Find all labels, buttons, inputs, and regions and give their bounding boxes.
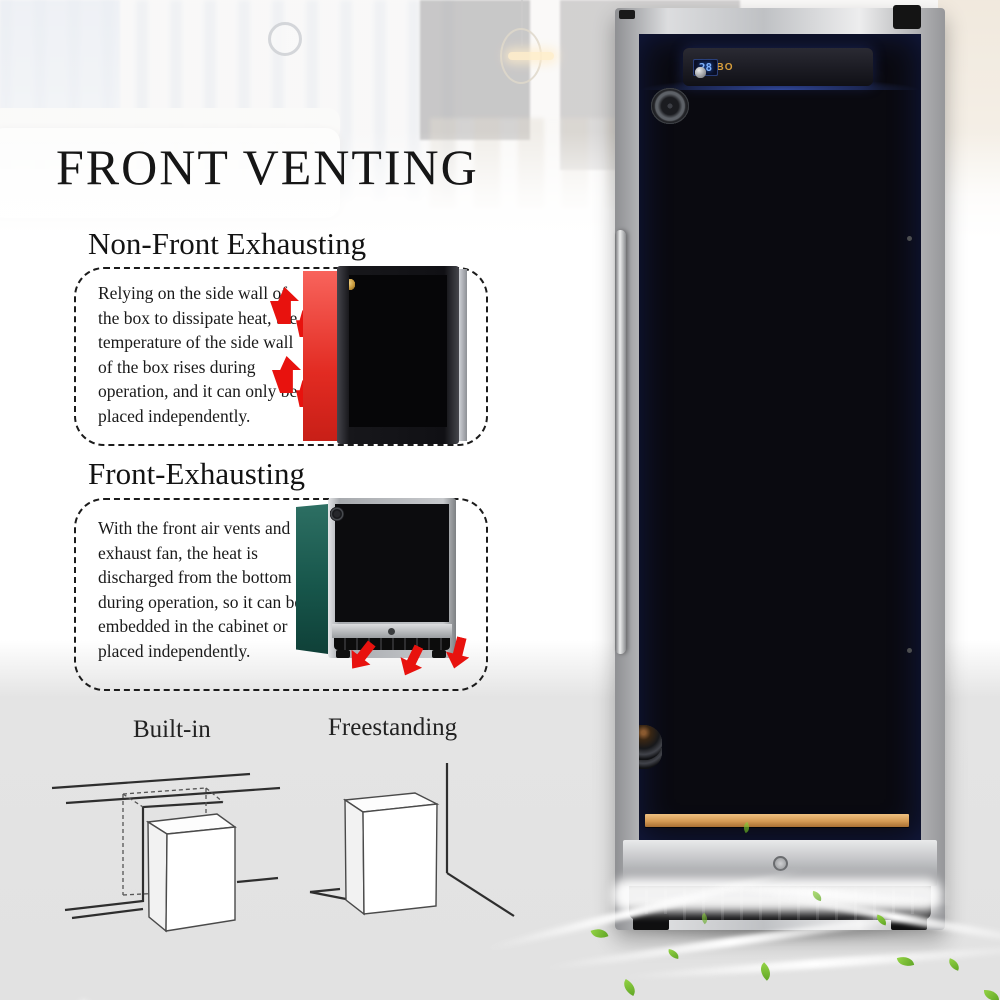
green-cooler-illustration [296,498,462,664]
heading-front-exhausting: Front-Exhausting [88,456,305,491]
wine-bottle [330,506,344,521]
leaf-icon [984,990,999,1000]
red-side-panel [303,271,337,441]
front-exhausting-box: With the front air vents and exhaust fan… [74,498,488,691]
red-cooler-illustration [303,266,467,446]
freestanding-diagram [309,763,515,917]
screw [907,648,912,653]
red-cooler-rack [349,275,447,427]
green-side-panel [296,504,328,654]
lying-bottle [639,725,662,760]
control-button [695,67,706,78]
front-exhausting-text: With the front air vents and exhaust fan… [98,518,303,661]
foot [432,650,446,658]
green-cooler-rack [330,504,449,622]
non-front-exhausting-text: Relying on the side wall of the box to d… [98,283,298,426]
heading-non-front-exhausting: Non-Front Exhausting [88,226,367,261]
built-in-label: Built-in [133,716,211,743]
cooler-front [328,498,456,658]
non-front-exhausting-box: Relying on the side wall of the box to d… [74,267,488,446]
built-in-diagram [51,772,341,933]
door-edge [459,269,467,441]
screw [907,236,912,241]
foot [336,650,350,658]
wine-fridge: LANBO 15 28 [615,5,945,930]
cooler-front [337,266,459,444]
door-lock-icon [388,628,395,635]
bottle-cap [349,279,355,290]
bottle-row [647,88,689,124]
fridge-interior: LANBO 15 28 [639,34,921,840]
door-lock-icon [773,856,788,871]
vent-grille [334,638,450,650]
wooden-shelf [645,814,909,827]
foot [633,914,669,930]
hinge [619,10,635,19]
control-panel: LANBO 15 28 [683,48,873,86]
door-handle [615,230,626,654]
hinge [893,5,921,29]
freestanding-label: Freestanding [328,714,458,741]
kick-panel [332,624,452,638]
wine-bottle [651,88,689,124]
page-title: FRONT VENTING [56,139,479,195]
